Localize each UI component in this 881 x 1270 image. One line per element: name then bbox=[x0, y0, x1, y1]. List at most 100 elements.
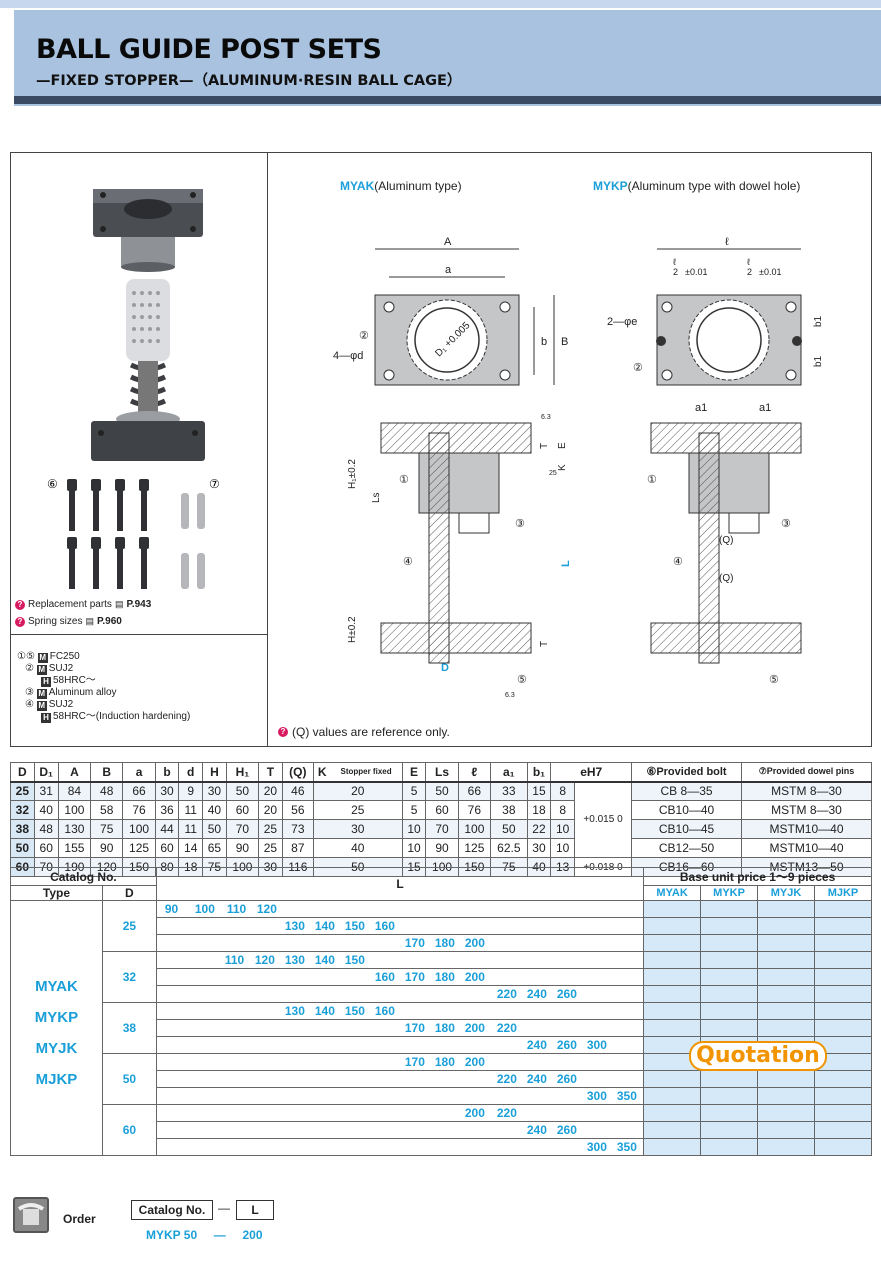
header-shadow bbox=[14, 96, 881, 104]
order-label: Order bbox=[63, 1212, 96, 1226]
dim-a: a bbox=[445, 264, 452, 276]
dim-d-hole: 4—φd bbox=[333, 350, 363, 362]
type-mykp: MYKP bbox=[34, 1009, 79, 1026]
roughness-25: 25 bbox=[549, 470, 557, 477]
dim-Q-upper: (Q) bbox=[719, 535, 733, 546]
type-myjk: MYJK bbox=[35, 1040, 78, 1057]
th-b: b bbox=[154, 762, 180, 782]
myak-upper-flange bbox=[380, 422, 532, 454]
hint-icon: ? bbox=[15, 599, 25, 610]
quotation-badge[interactable]: Quotation bbox=[689, 1041, 827, 1071]
half-den-left: 2 bbox=[673, 267, 678, 277]
th-D: D bbox=[10, 762, 35, 782]
roughness-63-bottom: 6.3 bbox=[505, 692, 515, 699]
dim-Ls: Ls bbox=[371, 492, 382, 503]
th-Q: (Q) bbox=[281, 762, 314, 782]
callout-7: ⑦ bbox=[209, 477, 220, 491]
dim-H1: H₁±0.2 bbox=[347, 459, 358, 489]
tolerance-1: +0.015 0 bbox=[573, 780, 633, 858]
figure-box: ⑥ ⑦ ? Replacement parts ▤ P.943 ? Spring… bbox=[10, 152, 872, 747]
phone-icon bbox=[13, 1197, 49, 1233]
dim-T-bottom: T bbox=[539, 641, 550, 647]
mykp-guide-post bbox=[698, 432, 720, 664]
callout-5-mykp: ⑤ bbox=[769, 674, 779, 686]
type-myak: MYAK bbox=[35, 978, 78, 995]
callout-4-myak: ④ bbox=[403, 556, 413, 568]
dim-ell: ℓ bbox=[725, 236, 729, 248]
th-catalog-no: Catalog No. bbox=[10, 867, 157, 886]
ball-cage bbox=[126, 279, 170, 361]
type-mjkp: MJKP bbox=[35, 1071, 78, 1088]
order-l-box: L bbox=[236, 1200, 274, 1220]
dim-E: E bbox=[557, 442, 568, 449]
material-badge: M bbox=[36, 665, 47, 675]
th-price-title: Base unit price 1～9 pieces bbox=[643, 867, 872, 886]
hint-icon: ? bbox=[278, 727, 288, 737]
th-A: A bbox=[57, 762, 92, 782]
replacement-ref[interactable]: P.943 bbox=[126, 599, 152, 610]
th-E: E bbox=[401, 762, 427, 782]
th-stopper-fixed: Stopper fixed bbox=[330, 762, 403, 782]
header-topline bbox=[0, 0, 881, 8]
th-a1: a₁ bbox=[490, 762, 528, 782]
callout-2-top: ② bbox=[359, 330, 369, 342]
spring-ref[interactable]: P.960 bbox=[96, 616, 122, 627]
mykp-upper-flange bbox=[650, 422, 802, 454]
th-b1: b₁ bbox=[526, 762, 552, 782]
callout-2-mykp: ② bbox=[633, 362, 643, 374]
mykp-title: MYKP(Aluminum type with dowel hole) bbox=[593, 179, 801, 193]
product-photo: ⑥ ⑦ bbox=[47, 189, 220, 589]
book-icon: ▤ bbox=[114, 599, 124, 609]
book-icon: ▤ bbox=[85, 616, 94, 626]
th-Ls: Ls bbox=[425, 762, 459, 782]
dims-header-row: D D₁ A B a b d H H₁ T (Q) K Stopper fixe… bbox=[10, 762, 872, 782]
th-H: H bbox=[202, 762, 227, 782]
replacement-label: Replacement parts bbox=[28, 599, 112, 610]
th-a: a bbox=[122, 762, 156, 782]
flange-bottom bbox=[91, 421, 205, 461]
callout-1-mykp: ① bbox=[647, 474, 657, 486]
th-provided-dowel: ⑦Provided dowel pins bbox=[741, 762, 872, 782]
material-badge: M bbox=[36, 689, 47, 699]
product-photo-panel: ⑥ ⑦ ? Replacement parts ▤ P.943 ? Spring… bbox=[11, 153, 268, 746]
dimensions-table: D D₁ A B a b d H H₁ T (Q) K Stopper fixe… bbox=[10, 762, 872, 877]
d-38: 38 bbox=[101, 1002, 157, 1054]
callout-3-mykp: ③ bbox=[781, 518, 791, 530]
hardness-badge: H bbox=[41, 713, 51, 723]
dim-b1-top: b1 bbox=[813, 315, 824, 327]
d-50: 50 bbox=[101, 1053, 157, 1105]
th-eH7: eH7 bbox=[550, 762, 633, 782]
dim-H: H±0.2 bbox=[347, 616, 358, 643]
dim-e-hole: 2—φe bbox=[607, 316, 637, 328]
myak-lower-flange bbox=[380, 622, 532, 654]
spring-note: ? Spring sizes ▤ P.960 bbox=[15, 616, 122, 627]
order-dash: — bbox=[218, 1201, 230, 1215]
page-subtitle: —FIXED STOPPER—（ALUMINUM·RESIN BALL CAGE… bbox=[36, 73, 462, 89]
page-header: BALL GUIDE POST SETS —FIXED STOPPER—（ALU… bbox=[0, 0, 881, 108]
th-d: d bbox=[178, 762, 204, 782]
th-price-myjk: MYJK bbox=[757, 885, 815, 901]
d-32: 32 bbox=[101, 951, 157, 1003]
bolts bbox=[67, 479, 149, 589]
replacement-note: ? Replacement parts ▤ P.943 bbox=[15, 599, 151, 610]
dim-D: D bbox=[441, 662, 449, 674]
roughness-63: 6.3 bbox=[541, 414, 551, 421]
dowel-pins bbox=[181, 493, 205, 589]
dim-Q-lower: (Q) bbox=[719, 573, 733, 584]
